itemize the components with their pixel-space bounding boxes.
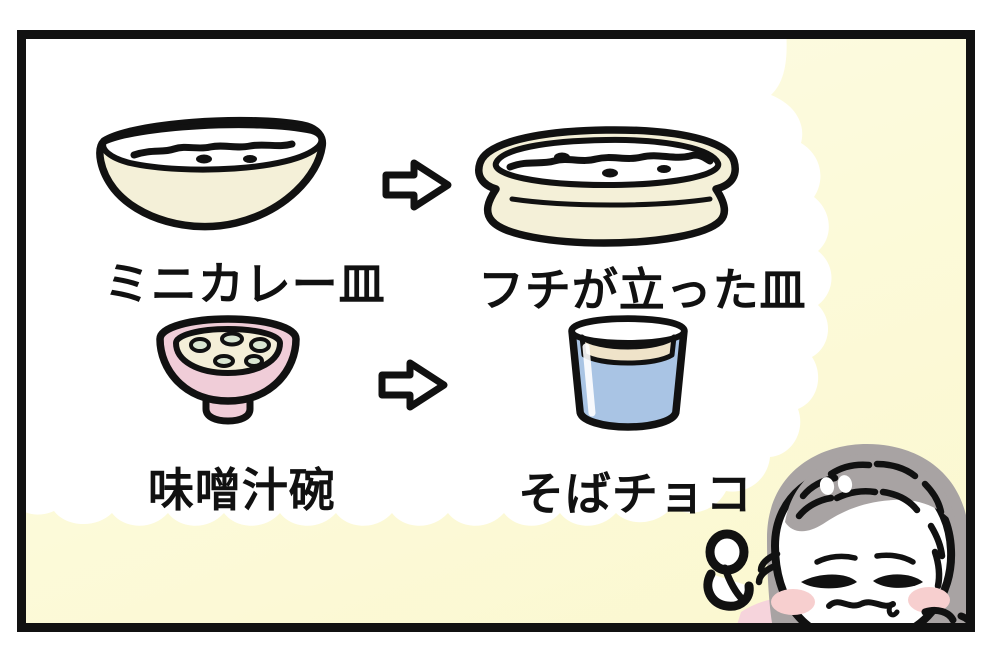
label-raised-rim-plate: フチが立った皿 <box>478 264 807 316</box>
panel-artwork <box>26 39 966 623</box>
soba-choko-cup-icon <box>568 315 688 431</box>
label-soba-choko-cup: そばチョコ <box>518 468 753 520</box>
mini-curry-plate-icon <box>96 116 327 231</box>
miso-soup-bowl-icon <box>156 315 300 425</box>
comic-frame: ミニカレー皿 フチが立った皿 味噌汁碗 そばチョコ <box>17 30 975 632</box>
right-arrow-icon-top <box>382 159 452 211</box>
character-hand <box>703 529 754 611</box>
grandma-character <box>703 444 966 623</box>
label-mini-curry-plate: ミニカレー皿 <box>104 258 386 310</box>
label-miso-soup-bowl: 味噌汁碗 <box>148 464 336 516</box>
right-arrow-icon-bottom <box>378 359 448 411</box>
raised-rim-plate-icon <box>475 126 739 247</box>
